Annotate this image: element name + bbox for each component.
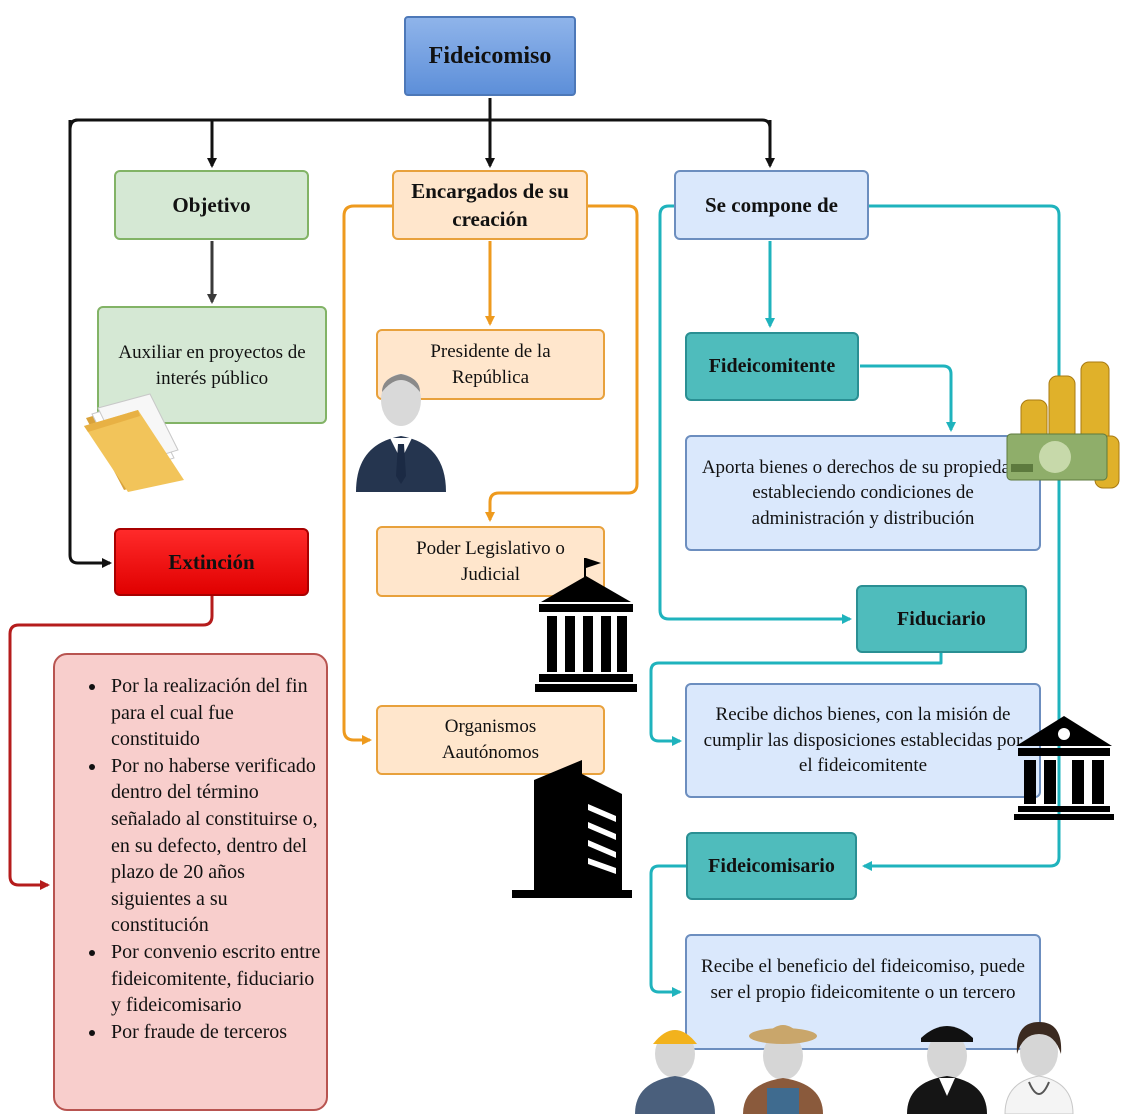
compone-label: Se compone de xyxy=(705,192,838,217)
presidente-label: Presidente de la República xyxy=(430,340,551,388)
fideicomisario-node: Fideicomisario xyxy=(686,832,857,900)
fiduciario-detail: Recibe dichos bienes, con la misión de c… xyxy=(703,704,1023,777)
farmer-icon xyxy=(743,1025,823,1114)
bank-icon xyxy=(1014,716,1114,820)
objetivo-label: Objetivo xyxy=(172,192,251,217)
extincion-causes-node: Por la realización del fin para el cual … xyxy=(53,653,328,1111)
cause-item: Por fraude de terceros xyxy=(107,1019,326,1046)
fideicomitente-label: Fideicomitente xyxy=(708,355,836,377)
objetivo-detail: Auxiliar en proyectos de interés público xyxy=(118,342,306,389)
cause-item: Por no haberse verificado dentro del tér… xyxy=(107,753,326,939)
fideicomisario-label: Fideicomisario xyxy=(708,854,835,877)
arrow-to-extincion xyxy=(68,118,112,568)
building-icon xyxy=(512,760,632,898)
encargados-label: Encargados de su creación xyxy=(411,178,569,231)
fideicomisario-detail: Recibe el beneficio del fideicomiso, pue… xyxy=(701,956,1025,1003)
businessman-icon xyxy=(356,374,446,492)
construction-worker-icon xyxy=(635,1030,715,1114)
fiduciario-label: Fiduciario xyxy=(897,607,986,630)
fideicomisario-detail-node: Recibe el beneficio del fideicomiso, pue… xyxy=(685,934,1041,1050)
fideicomitente-detail: Aporta bienes o derechos de su propiedad… xyxy=(701,456,1025,529)
courthouse-icon xyxy=(535,558,637,692)
title-label: Fideicomiso xyxy=(428,42,552,69)
folder-icon xyxy=(84,393,184,492)
compone-node: Se compone de xyxy=(674,170,869,240)
doctor-icon xyxy=(1004,1022,1074,1114)
pilot-icon xyxy=(907,1026,987,1114)
cause-item: Por la realización del fin para el cual … xyxy=(107,673,326,753)
poder-node: Poder Legislativo o Judicial xyxy=(376,526,605,597)
fiduciario-node: Fiduciario xyxy=(856,585,1027,653)
cause-item: Por convenio escrito entre fideicomitent… xyxy=(107,939,326,1019)
extincion-node: Extinción xyxy=(114,528,309,596)
money-icon xyxy=(1006,361,1120,489)
poder-label: Poder Legislativo o Judicial xyxy=(416,537,565,585)
organismos-label: Organismos Aautónomos xyxy=(441,716,540,763)
fideicomitente-node: Fideicomitente xyxy=(685,332,859,401)
title-node: Fideicomiso xyxy=(404,16,576,96)
workers-icon xyxy=(635,1022,1074,1114)
tree-horizontal xyxy=(68,118,772,130)
fideicomitente-detail-node: Aporta bienes o derechos de su propiedad… xyxy=(685,435,1041,551)
encargados-node: Encargados de su creación xyxy=(392,170,588,240)
organismos-node: Organismos Aautónomos xyxy=(376,705,605,775)
fiduciario-detail-node: Recibe dichos bienes, con la misión de c… xyxy=(685,683,1041,798)
extincion-label: Extinción xyxy=(168,549,255,574)
objetivo-node: Objetivo xyxy=(114,170,309,240)
extincion-causes-list: Por la realización del fin para el cual … xyxy=(55,673,326,1045)
